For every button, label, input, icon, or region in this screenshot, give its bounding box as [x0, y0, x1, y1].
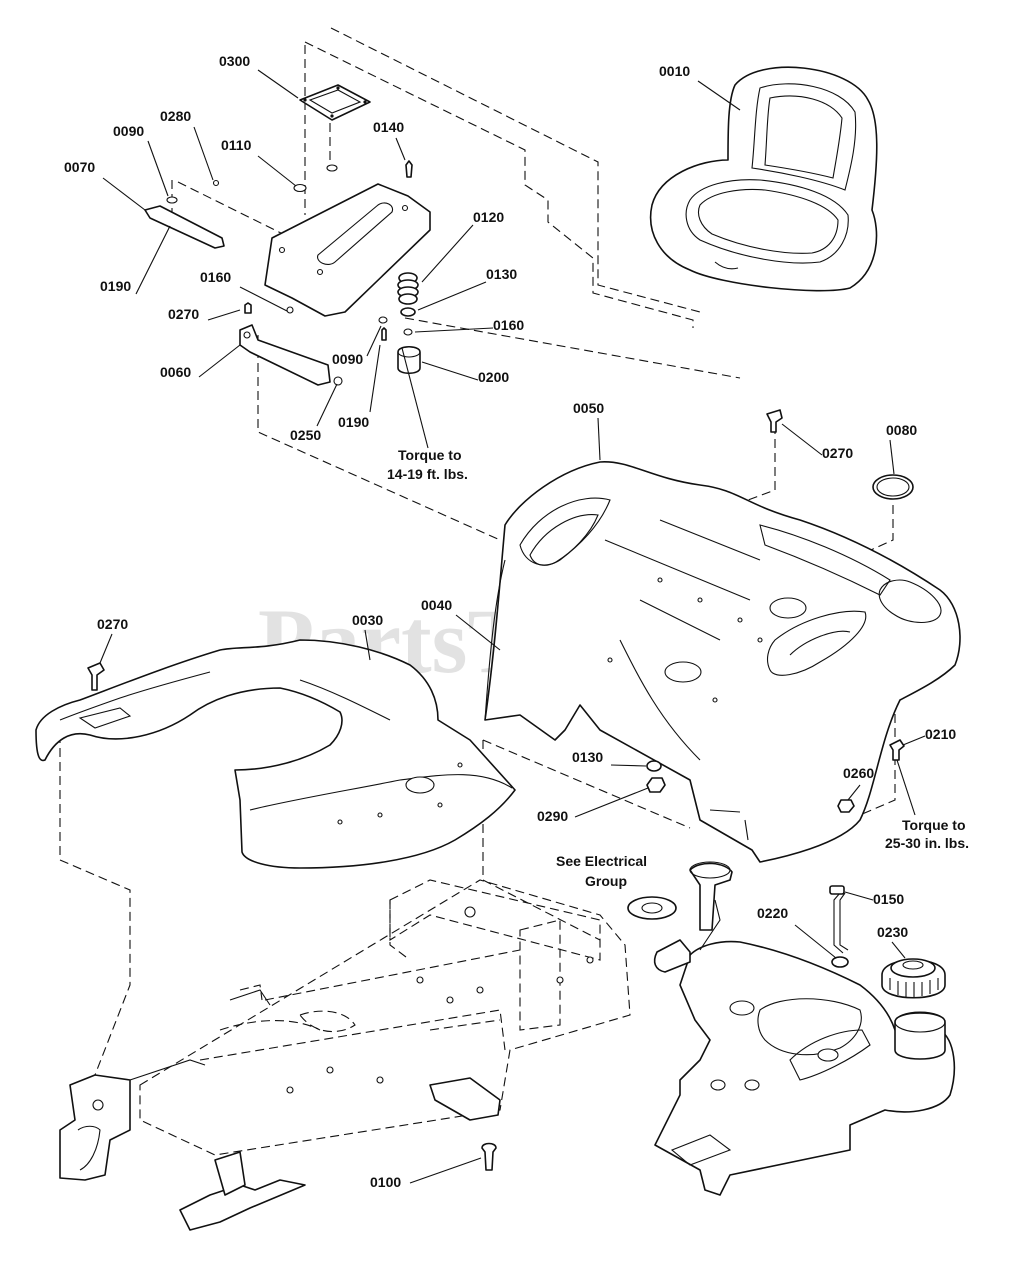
see-electrical-line1: See Electrical — [556, 853, 647, 869]
part-label-0230: 0230 — [877, 924, 908, 940]
part-labels: 0300 0010 0280 0090 0140 0110 0070 0120 … — [64, 53, 956, 1190]
see-electrical-line2: Group — [585, 873, 627, 889]
electrical-parts — [627, 861, 733, 973]
front-cowl — [35, 639, 516, 869]
part-label-0060: 0060 — [160, 364, 191, 380]
pivot-bracket — [239, 302, 343, 386]
fuel-tank — [654, 940, 956, 1196]
part-label-0190-b: 0190 — [338, 414, 369, 430]
fender-hardware — [646, 739, 905, 813]
part-label-0080: 0080 — [886, 422, 917, 438]
seat-pan-bracket — [264, 183, 431, 317]
part-label-0270-b: 0270 — [822, 445, 853, 461]
fuel-cap-ring — [872, 474, 914, 500]
part-label-0050: 0050 — [573, 400, 604, 416]
part-label-0130-b: 0130 — [572, 749, 603, 765]
seat — [649, 66, 878, 292]
frame-bolt — [481, 1142, 497, 1171]
screw-0270 — [766, 409, 783, 433]
part-label-0030: 0030 — [352, 612, 383, 628]
part-label-0250: 0250 — [290, 427, 321, 443]
part-label-0280: 0280 — [160, 108, 191, 124]
part-label-0100: 0100 — [370, 1174, 401, 1190]
part-label-0160: 0160 — [200, 269, 231, 285]
part-label-0260: 0260 — [843, 765, 874, 781]
part-label-0130: 0130 — [486, 266, 517, 282]
tank-washer — [831, 956, 849, 968]
part-label-0200: 0200 — [478, 369, 509, 385]
part-label-0010: 0010 — [659, 63, 690, 79]
part-label-0090: 0090 — [113, 123, 144, 139]
chassis-frame — [59, 879, 631, 1231]
part-label-0090-b: 0090 — [332, 351, 363, 367]
part-label-0040: 0040 — [421, 597, 452, 613]
leader-lines — [99, 69, 926, 1184]
fuel-cap — [881, 958, 946, 999]
spring-assembly — [378, 272, 421, 375]
part-label-0150: 0150 — [873, 891, 904, 907]
part-label-0270-c: 0270 — [97, 616, 128, 632]
part-label-0110: 0110 — [221, 137, 252, 153]
part-label-0120: 0120 — [473, 209, 504, 225]
torque-note-tank-line2: 25-30 in. lbs. — [885, 835, 969, 851]
part-label-0210: 0210 — [925, 726, 956, 742]
notes: Torque to 14-19 ft. lbs. Torque to 25-30… — [387, 447, 969, 889]
part-label-0270: 0270 — [168, 306, 199, 322]
mounting-plate — [299, 84, 371, 121]
part-label-0070: 0070 — [64, 159, 95, 175]
part-label-0290: 0290 — [537, 808, 568, 824]
link-bar — [144, 205, 225, 249]
part-label-0190: 0190 — [100, 278, 131, 294]
torque-note-seat-line2: 14-19 ft. lbs. — [387, 466, 468, 482]
part-label-0300: 0300 — [219, 53, 250, 69]
fuel-line — [829, 885, 849, 954]
part-label-0140: 0140 — [373, 119, 404, 135]
part-label-0160-b: 0160 — [493, 317, 524, 333]
fender-body — [484, 461, 961, 863]
part-label-0220: 0220 — [757, 905, 788, 921]
torque-note-seat-line1: Torque to — [398, 447, 462, 463]
torque-note-tank-line1: Torque to — [902, 817, 966, 833]
